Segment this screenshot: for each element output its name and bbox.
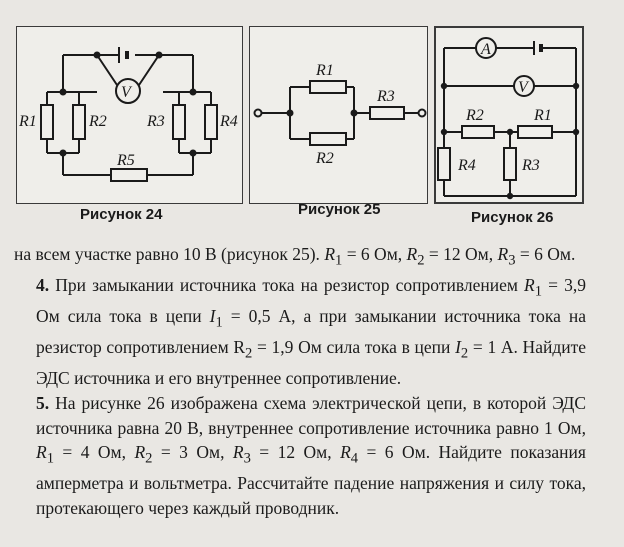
problem-5: 5. На рисунке 26 изображена схема электр…	[36, 392, 586, 518]
r1-label: R1	[18, 113, 37, 130]
figure-26: A V R2 R1 R4 R3	[434, 26, 584, 204]
resistor-r4	[204, 104, 218, 140]
voltmeter-label: V	[121, 84, 133, 101]
figure-26-caption: Рисунок 26	[471, 209, 554, 226]
r5-label: R5	[116, 152, 135, 169]
resistor-r1	[517, 125, 553, 139]
terminal-right	[417, 108, 427, 118]
problem-number: 4.	[36, 275, 50, 296]
r2-label: R2	[315, 150, 334, 167]
terminal-left	[253, 108, 263, 118]
r4-label: R4	[219, 113, 238, 130]
problem-4: 4. При замыкании источника тока на резис…	[36, 275, 587, 389]
resistor-r1	[40, 104, 54, 140]
r2-label: R2	[465, 107, 484, 124]
r1-label: R1	[315, 62, 334, 79]
voltmeter-24	[115, 78, 141, 104]
resistor-r2	[309, 132, 347, 146]
figure-25-caption: Рисунок 25	[298, 201, 381, 218]
ammeter-label: A	[480, 41, 491, 58]
r1-label: R1	[533, 107, 552, 124]
resistor-r3	[369, 106, 405, 120]
figure-24: V R1 R2 R3 R4 R5	[16, 26, 243, 204]
figure-25: R1 R2 R3	[249, 26, 428, 204]
r4-label: R4	[457, 157, 476, 174]
r3-label: R3	[521, 157, 540, 174]
circuit-diagram-24: V R1 R2 R3 R4 R5	[18, 47, 238, 182]
resistor-r5	[110, 168, 148, 182]
resistor-r2	[461, 125, 495, 139]
r2-label: R2	[88, 113, 107, 130]
voltmeter-label: V	[518, 79, 530, 96]
paragraph-continuation: на всем участке равно 10 В (рисунок 25).…	[14, 244, 576, 269]
problem-text: на всем участке равно 10 В (рисунок 25).…	[14, 242, 586, 520]
resistor-r4	[437, 147, 451, 181]
resistor-r3	[503, 147, 517, 181]
figure-24-caption: Рисунок 24	[80, 206, 163, 223]
r3-label: R3	[376, 88, 395, 105]
resistor-r3	[172, 104, 186, 140]
resistor-r2	[72, 104, 86, 140]
circuit-diagram-26: A V R2 R1 R4 R3	[437, 37, 580, 200]
circuit-diagram-25: R1 R2 R3	[253, 62, 427, 167]
resistor-r1	[309, 80, 347, 94]
problem-number: 5.	[36, 392, 50, 413]
r3-label: R3	[146, 113, 165, 130]
